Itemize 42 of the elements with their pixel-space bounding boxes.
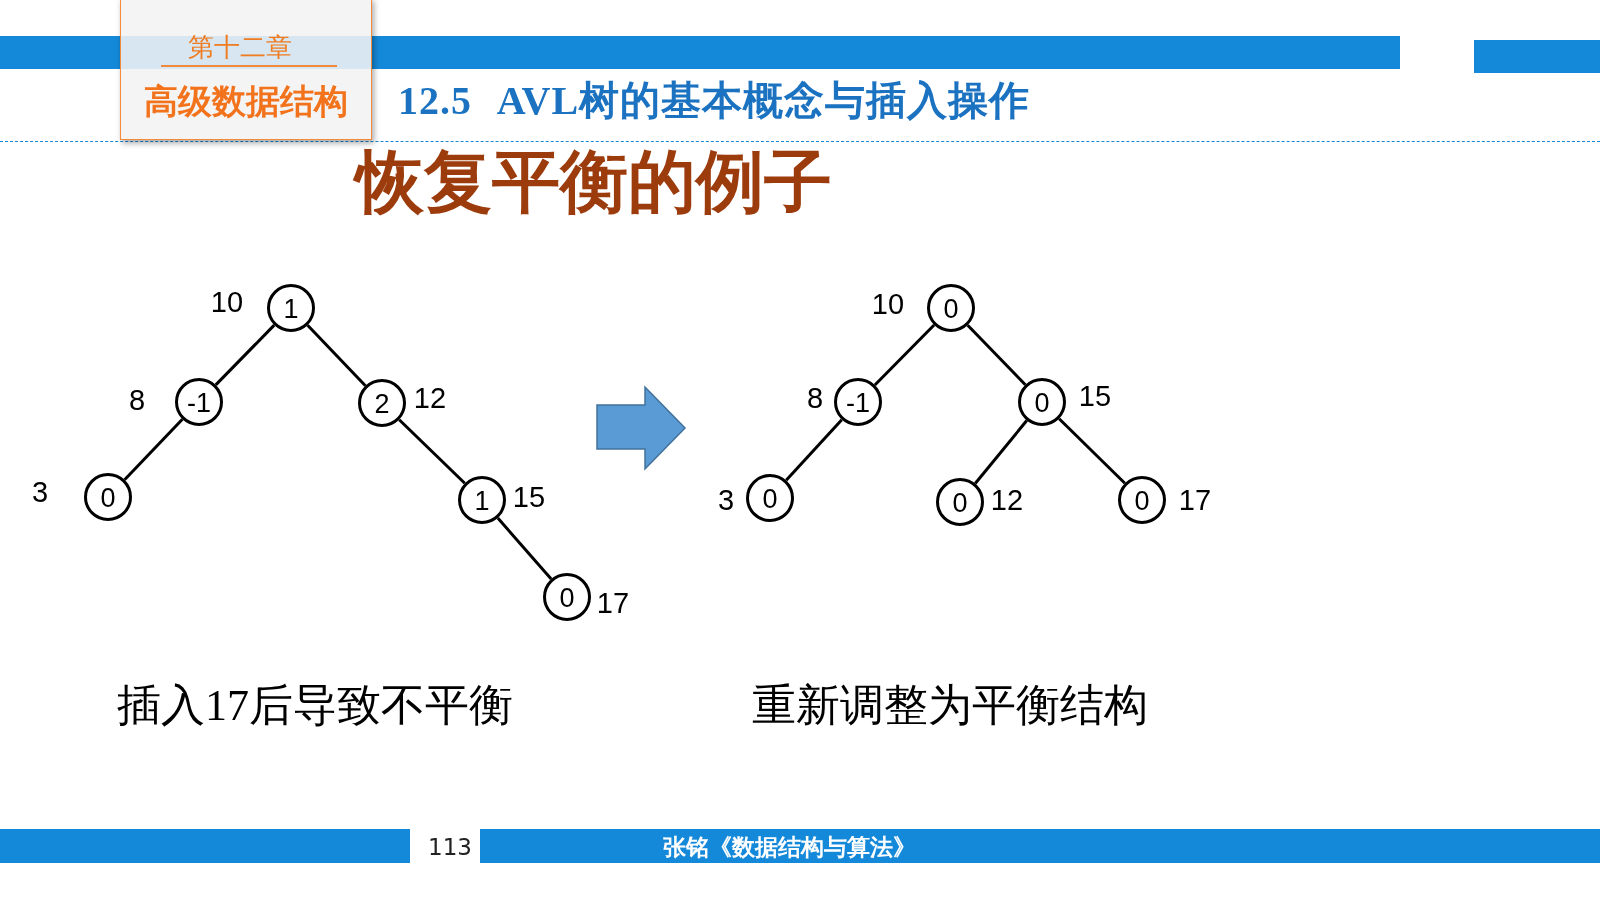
chapter-card xyxy=(120,0,372,140)
balance-factor: -1 xyxy=(846,389,870,417)
chapter-label: 第十二章 xyxy=(188,34,292,60)
chapter-title: 高级数据结构 xyxy=(144,84,348,118)
node-key: 10 xyxy=(871,289,905,319)
balance-factor: 0 xyxy=(1134,487,1150,515)
node-key: 15 xyxy=(512,482,546,512)
footer-text: 张铭《数据结构与算法》 xyxy=(663,835,916,859)
tree-edge xyxy=(306,324,367,387)
node-key: 8 xyxy=(806,383,824,413)
balance-factor: 1 xyxy=(474,487,490,515)
balance-factor: 1 xyxy=(283,295,299,323)
node-key: 12 xyxy=(413,383,447,413)
tree-edge xyxy=(123,418,184,481)
node-key: 17 xyxy=(596,588,630,618)
tree-edge xyxy=(214,324,276,386)
balance-factor: 2 xyxy=(374,390,390,418)
tree-edge xyxy=(398,418,466,485)
node-key: 17 xyxy=(1178,485,1212,515)
section-heading: 12.5 AVL树的基本概念与插入操作 xyxy=(398,81,1031,121)
tree-edge xyxy=(974,419,1028,485)
node-key: 3 xyxy=(717,485,735,515)
node-key: 3 xyxy=(31,477,49,507)
tree-edge xyxy=(1058,417,1126,485)
node-key: 15 xyxy=(1078,381,1112,411)
tree-edge xyxy=(785,418,843,482)
balance-factor: 0 xyxy=(100,484,116,512)
balance-factor: 0 xyxy=(943,295,959,323)
balance-factor: -1 xyxy=(187,389,211,417)
balance-factor: 0 xyxy=(952,489,968,517)
balance-factor: 0 xyxy=(559,584,575,612)
tree-edge xyxy=(966,324,1027,386)
node-key: 12 xyxy=(990,485,1024,515)
node-key: 10 xyxy=(210,287,244,317)
balance-factor: 0 xyxy=(1034,389,1050,417)
tree-edge xyxy=(873,324,936,386)
caption: 插入17后导致不平衡 xyxy=(117,684,513,728)
caption: 重新调整为平衡结构 xyxy=(752,684,1148,728)
tree-edge xyxy=(496,517,553,580)
page-number: 113 xyxy=(428,835,472,859)
balance-factor: 0 xyxy=(762,485,778,513)
node-key: 8 xyxy=(128,385,146,415)
